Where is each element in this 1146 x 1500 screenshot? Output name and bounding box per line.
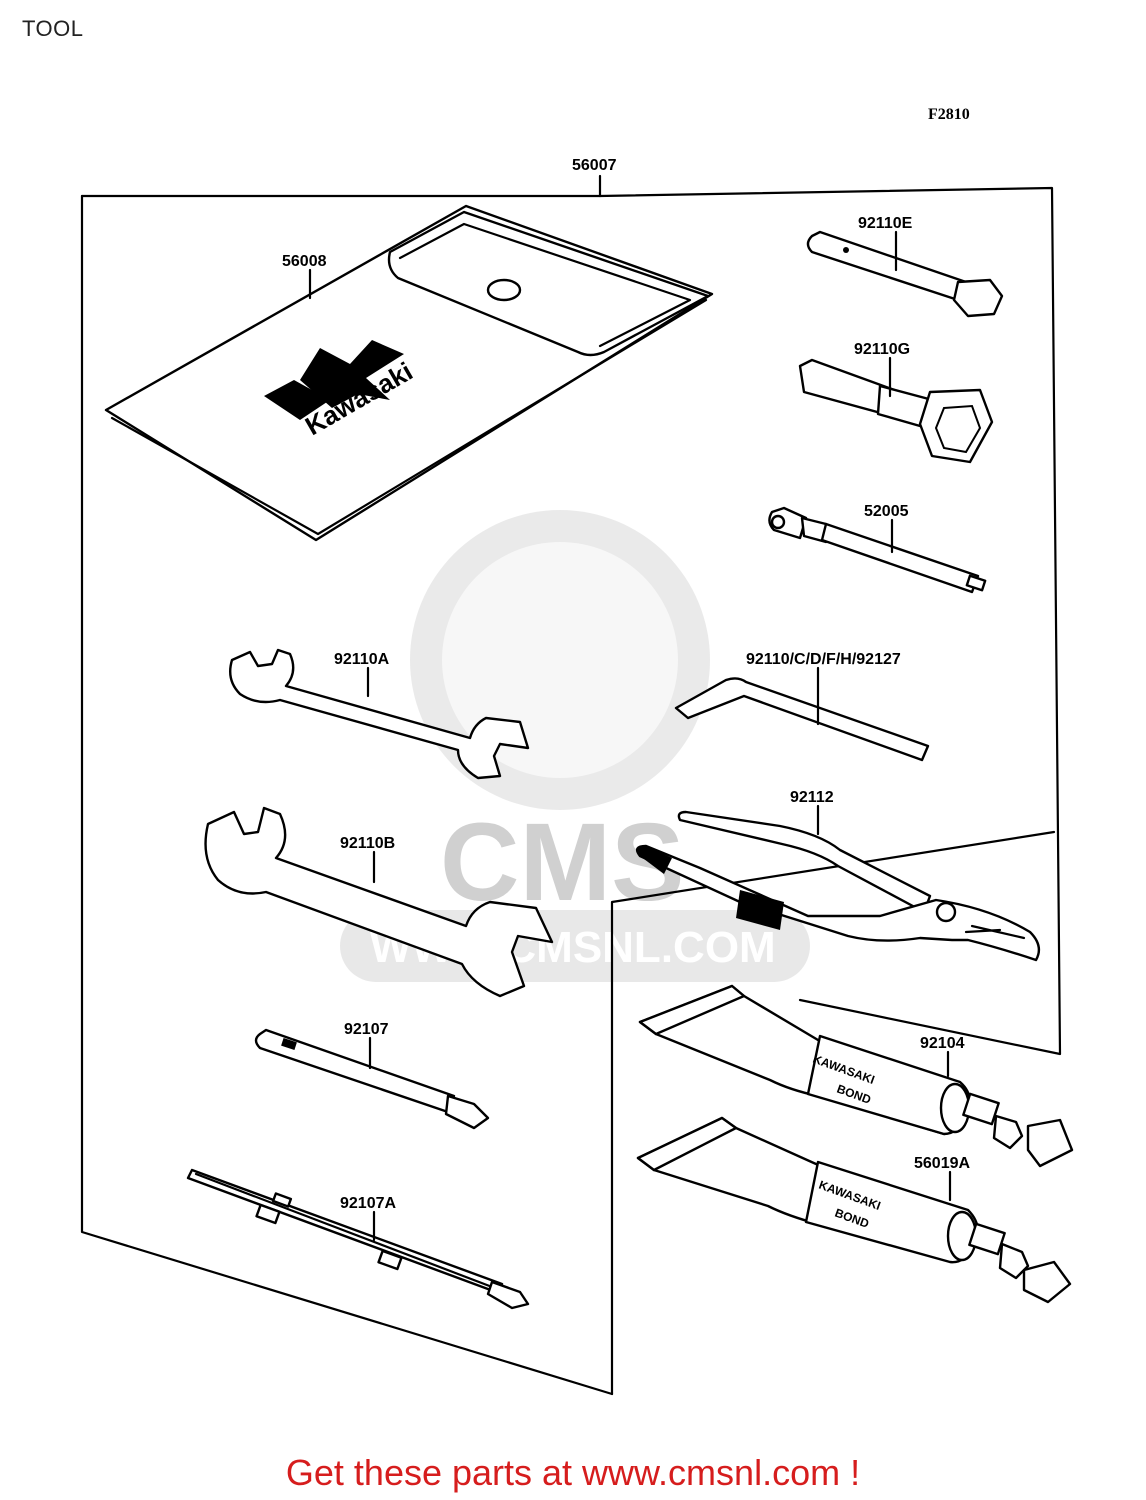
- part-labels: 56007 56008 92110E 92110G 52005 92110/C/…: [282, 157, 970, 1212]
- page-title: TOOL: [22, 16, 84, 41]
- part-label-92107: 92107: [344, 1021, 389, 1038]
- watermark-logo-text: CMS: [440, 801, 684, 924]
- part-label-56008: 56008: [282, 253, 327, 270]
- driver-handle-icon: [768, 506, 987, 594]
- part-label-92110B: 92110B: [340, 835, 395, 852]
- part-label-56019A: 56019A: [914, 1155, 970, 1172]
- part-label-92110A: 92110A: [334, 651, 390, 668]
- tool-pouch: Kawasaki: [104, 204, 714, 542]
- tool-kit-diagram: CMS WWW.CMSNL.COM Kawasaki: [80, 157, 1074, 1396]
- part-label-92110G: 92110G: [854, 341, 910, 358]
- part-label-92107A: 92107A: [340, 1195, 396, 1212]
- leader-lines: [308, 230, 952, 1242]
- open-end-wrench-b-icon: [204, 806, 554, 998]
- screwdriver-handle-icon: [186, 1168, 530, 1310]
- plug-wrench-small-icon: [806, 230, 1004, 318]
- part-label-92104: 92104: [920, 1035, 965, 1052]
- plug-wrench-large-icon: [798, 358, 994, 464]
- pliers-icon: [635, 810, 1041, 962]
- promo-link[interactable]: Get these parts at www.cmsnl.com !: [285, 1452, 861, 1493]
- part-label-92110E: 92110E: [858, 215, 913, 232]
- figure-code: F2810: [928, 106, 970, 123]
- hex-key-icon: [674, 677, 930, 762]
- part-label-hex-keys: 92110/C/D/F/H/92127: [746, 651, 901, 668]
- bond-tube-icon: KAWASAKI BOND: [636, 1116, 1072, 1304]
- bond-tube-icon: KAWASAKI BOND: [638, 984, 1074, 1168]
- open-end-wrench-a-icon: [229, 648, 530, 780]
- part-label-92112: 92112: [790, 789, 834, 806]
- part-label-52005: 52005: [864, 503, 909, 520]
- kit-outline: [80, 174, 1062, 1396]
- screwdriver-icon: [254, 1028, 490, 1130]
- part-label-56007: 56007: [572, 157, 617, 174]
